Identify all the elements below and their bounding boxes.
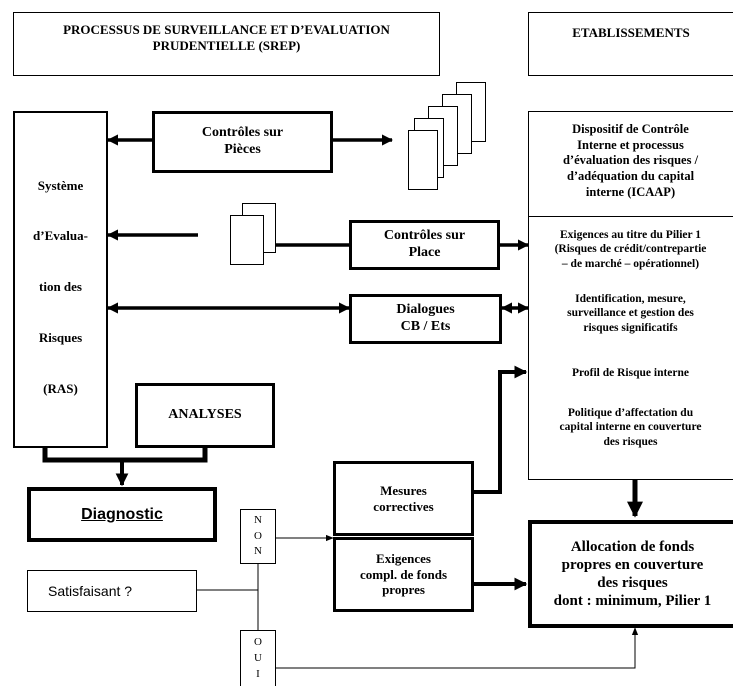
exigences-compl-box: Exigences compl. de fonds propres — [333, 537, 474, 612]
mesures-correctives-box: Mesures correctives — [333, 461, 474, 536]
arrow-mesures-to-panel — [474, 365, 528, 494]
ras-line1: Système — [37, 178, 84, 193]
oui-box: O U I — [240, 630, 276, 686]
allocation-box: Allocation de fonds propres en couvertur… — [528, 520, 733, 628]
panel-divider — [528, 216, 733, 217]
non-box: N O N — [240, 509, 276, 564]
etablissements-panel — [528, 111, 733, 480]
diagnostic-label: Diagnostic — [81, 505, 163, 523]
merge-bracket — [42, 448, 208, 463]
document-page — [408, 130, 438, 190]
pilier1-exigences-text: Exigences au titre du Pilier 1 (Risques … — [554, 229, 707, 270]
document-page — [230, 215, 264, 265]
politique-affectation-text: Politique d’affectation du capital inter… — [559, 407, 702, 448]
controles-pieces-box: Contrôles sur Pièces — [152, 111, 333, 173]
etablissements-title-box: ETABLISSEMENTS — [528, 12, 733, 76]
srep-title-box: PROCESSUS DE SURVEILLANCE ET D’EVALUATIO… — [13, 12, 440, 76]
controles-place-box: Contrôles sur Place — [349, 220, 500, 270]
analyses-box: ANALYSES — [135, 383, 275, 448]
ras-line5: (RAS) — [43, 381, 78, 396]
identification-text: Identification, mesure, surveillance et … — [567, 293, 694, 334]
diagnostic-box: Diagnostic — [27, 487, 217, 542]
documents-pair-icon — [228, 203, 278, 265]
ras-line3: tion des — [39, 279, 82, 294]
satisfaisant-box: Satisfaisant ? — [27, 570, 197, 612]
ras-line2: d’Evalua- — [33, 228, 88, 243]
dialogues-box: Dialogues CB / Ets — [349, 294, 502, 344]
dispositif-text: Dispositif de Contrôle Interne et proces… — [562, 122, 699, 199]
profil-risque-text: Profil de Risque interne — [571, 367, 690, 379]
ras-line4: Risques — [38, 330, 83, 345]
arrow-oui-to-allocation — [276, 627, 639, 669]
documents-stack-icon — [398, 82, 486, 190]
ras-box — [13, 111, 108, 448]
